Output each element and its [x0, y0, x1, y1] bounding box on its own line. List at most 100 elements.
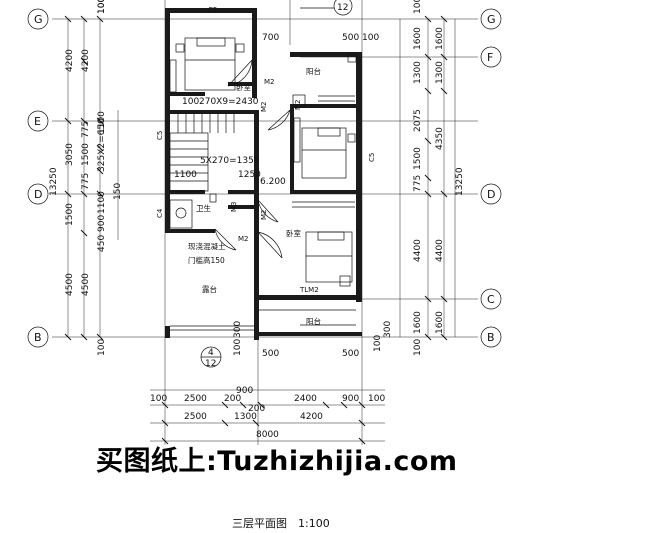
dim-right-100-top: 100 — [413, 0, 423, 14]
code-m2-c: M2 — [294, 100, 302, 111]
dim-100-bottom-right: 100 — [373, 335, 383, 352]
dim-left-100-top: 100 — [97, 0, 107, 14]
walls — [165, 8, 362, 340]
dims-right: 100 1600 1300 2075 1500 775 4400 1600 10… — [413, 0, 465, 356]
axis-bubbles-right — [480, 8, 502, 348]
dims-top: 100 C5 700 500 100 — [97, 0, 379, 43]
code-m2-b: M2 — [260, 102, 268, 113]
dim-right-100-bottom: 100 — [413, 339, 423, 356]
dim-bottom-1300: 1300 — [234, 412, 257, 422]
axis-label-g-right: G — [487, 13, 496, 26]
axis-label-d-left: D — [34, 188, 42, 201]
room-balcony-2: 阳台 — [306, 316, 321, 326]
dim-bottom-900b: 900 — [342, 394, 359, 404]
bed-1 — [175, 37, 245, 91]
dims-left: 4200 4200 3050 775 1500 775 1500 4500 45… — [49, 0, 123, 356]
dim-left-450: 450 — [97, 235, 107, 252]
room-labels: 卧室 卧室 阳台 阳台 卫生 露台 现浇混凝土 门槛高150 — [188, 66, 321, 326]
dim-left-150: 150 — [113, 183, 123, 200]
dim-100-bottom-left: 100 — [233, 339, 243, 356]
dim-right-4400a: 4400 — [413, 239, 423, 262]
dim-top-500: 500 — [342, 33, 359, 43]
fixtures — [169, 53, 357, 331]
dim-left-775b: 775 — [81, 173, 91, 190]
bed-2 — [301, 127, 356, 179]
axis-label-e-left: E — [34, 115, 41, 128]
code-m3: M3 — [230, 202, 238, 213]
dim-right-1600c: 1600 — [435, 27, 445, 50]
room-bath: 卫生 — [196, 203, 211, 213]
drawing-scale: 1:100 — [298, 517, 330, 530]
dim-stair-270x9: 270X9=2430 — [199, 97, 259, 107]
dim-right-1600d: 1600 — [435, 311, 445, 334]
dim-left-1500b: 1500 — [65, 203, 75, 226]
code-c5-left: C5 — [156, 131, 164, 140]
room-terrace: 露台 — [202, 284, 217, 294]
note-sill-height: 门槛高150 — [188, 255, 225, 265]
dim-left-1500a: 1500 — [81, 143, 91, 166]
dim-right-1300a: 1300 — [413, 61, 423, 84]
dim-top-700: 700 — [262, 33, 279, 43]
dim-bottom-900a: 900 — [236, 386, 253, 396]
dim-left-775a: 775 — [81, 121, 91, 138]
code-m2-d: M2 — [260, 210, 268, 221]
dim-stair-5x270: 5X270=1350 — [200, 156, 260, 166]
dim-right-1500: 1500 — [413, 147, 423, 170]
dim-bottom-4200: 4200 — [300, 412, 323, 422]
dim-500-bottom-left: 500 — [262, 349, 279, 359]
axis-label-b-left: B — [34, 331, 42, 344]
code-tlm2: TLM2 — [299, 286, 319, 294]
dim-1100-interior: 1100 — [174, 170, 197, 180]
dim-bottom-100b: 100 — [368, 394, 385, 404]
dim-left-4200a: 4200 — [65, 49, 75, 72]
dim-bottom-2500a: 2500 — [184, 394, 207, 404]
axis-label-col-12-bottom: 12 — [205, 359, 216, 369]
dim-right-4350: 4350 — [435, 127, 445, 150]
axis-label-f-right: F — [487, 51, 493, 64]
elevation-6200: 6.200 — [260, 177, 286, 187]
code-m2-e: M2 — [238, 235, 249, 243]
dim-1250-interior: 1250 — [238, 170, 261, 180]
dim-bottom-2500b: 2500 — [184, 412, 207, 422]
dim-right-775: 775 — [413, 175, 423, 192]
dim-bottom-200a: 200 — [224, 394, 241, 404]
dim-top-100: 100 — [362, 33, 379, 43]
dim-right-2075: 2075 — [413, 109, 423, 132]
dim-left-100-bottom: 100 — [97, 339, 107, 356]
dim-bottom-100a: 100 — [150, 394, 167, 404]
dim-left-1100a: 1100 — [97, 111, 107, 134]
dim-left-325x2: 325X2=650 — [97, 118, 107, 172]
code-m2-a: M2 — [264, 78, 275, 86]
bed-3 — [305, 231, 353, 287]
dim-left-4200b: 4200 — [81, 49, 91, 72]
drawing-title: 三层平面图 — [232, 517, 287, 530]
dim-right-4400b: 4400 — [435, 239, 445, 262]
axis-label-b-right: B — [487, 331, 495, 344]
watermark: 买图纸上:Tuzhizhijia.com — [96, 445, 458, 477]
dim-top-100-left: 100 — [97, 0, 107, 14]
note-concrete: 现浇混凝土 — [188, 241, 226, 251]
dim-bottom-total: 8000 — [256, 430, 279, 440]
dim-left-3050: 3050 — [65, 143, 75, 166]
dim-right-1300b: 1300 — [435, 61, 445, 84]
room-bedroom-2: 卧室 — [286, 228, 301, 238]
dim-300-bottom-left: 300 — [233, 321, 243, 338]
code-c4: C4 — [156, 208, 164, 218]
axis-label-g-left: G — [34, 13, 43, 26]
axis-bubbles-left — [27, 8, 49, 348]
dim-500-bottom-right: 500 — [342, 349, 359, 359]
dim-bottom-2400: 2400 — [294, 394, 317, 404]
dim-right-1600b: 1600 — [413, 311, 423, 334]
interior-annotations: 270X9=2430 100 5X270=1350 1100 1250 6.20… — [174, 97, 393, 359]
room-balcony-1: 阳台 — [306, 66, 321, 76]
dim-left-900: 900 — [97, 215, 107, 232]
dim-left-4500b: 4500 — [81, 273, 91, 296]
axis-label-col-4: 4 — [208, 348, 214, 358]
room-bedroom-1: 卧室 — [236, 82, 251, 92]
dim-300-bottom-right: 300 — [383, 321, 393, 338]
dim-100-stair: 100 — [182, 97, 199, 107]
dim-bottom-200b: 200 — [248, 404, 265, 414]
dim-right-total: 13250 — [455, 167, 465, 196]
axis-label-col-12-top: 12 — [337, 3, 348, 13]
axis-label-d-right: D — [487, 188, 495, 201]
